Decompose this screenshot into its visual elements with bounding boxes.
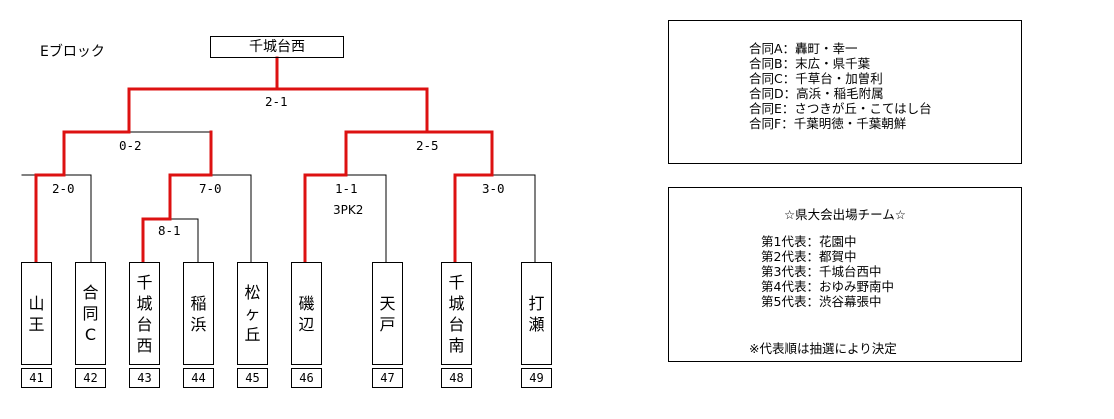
team-name-char: 台 bbox=[136, 314, 153, 334]
team-name-char: 千 bbox=[448, 272, 465, 292]
team-number: 47 bbox=[372, 368, 403, 388]
team-number: 46 bbox=[291, 368, 322, 388]
merged-teams-box: 合同A：轟町・幸一 合同B：末広・県千葉 合同C：千草台・加曽利 合同D：高浜・… bbox=[668, 20, 1022, 164]
team-name-char: 戸 bbox=[379, 314, 396, 334]
team-number: 42 bbox=[75, 368, 106, 388]
team-number: 41 bbox=[21, 368, 52, 388]
score-qf-3: 1-1 bbox=[335, 181, 358, 196]
score-qf-1: 2-0 bbox=[52, 181, 75, 196]
prefectural-line: 第5代表：渋谷幕張中 bbox=[761, 294, 882, 309]
team-box: 稲浜 bbox=[183, 262, 214, 365]
team-box: 打瀬 bbox=[521, 262, 552, 365]
team-name-char: 合 bbox=[82, 283, 99, 302]
score-semi-right: 2-5 bbox=[416, 138, 439, 153]
team-name-char: 瀬 bbox=[528, 314, 545, 334]
merged-team-line: 合同E：さつきが丘・こてはし台 bbox=[749, 101, 932, 116]
merged-team-line: 合同F：千葉明徳・千葉朝鮮 bbox=[749, 116, 907, 131]
block-label: Eブロック bbox=[40, 44, 105, 60]
team-name-char: 辺 bbox=[298, 314, 315, 334]
team-number: 48 bbox=[441, 368, 472, 388]
team-name-char: ヶ bbox=[244, 304, 261, 323]
team-name-char: 城 bbox=[136, 293, 153, 313]
score-final: 2-1 bbox=[265, 94, 288, 109]
team-name-char: 松 bbox=[244, 283, 261, 302]
prefectural-line: 第2代表：都賀中 bbox=[761, 249, 857, 264]
score-qf-4: 3-0 bbox=[482, 181, 505, 196]
team-number: 43 bbox=[129, 368, 160, 388]
team-name-char: 同 bbox=[82, 304, 99, 323]
team-name-char: 磯 bbox=[298, 293, 315, 313]
team-box: 山王 bbox=[21, 262, 52, 365]
team-number: 44 bbox=[183, 368, 214, 388]
team-number: 49 bbox=[521, 368, 552, 388]
prefectural-line: 第1代表：花園中 bbox=[761, 234, 857, 249]
merged-team-line: 合同D：高浜・稲毛附属 bbox=[749, 86, 884, 101]
team-box: 松ヶ丘 bbox=[237, 262, 268, 365]
merged-team-line: 合同A：轟町・幸一 bbox=[749, 41, 858, 56]
team-number: 45 bbox=[237, 368, 268, 388]
team-name-char: 打 bbox=[528, 293, 545, 313]
team-name-char: C bbox=[84, 325, 97, 344]
team-name-char: 丘 bbox=[244, 325, 261, 344]
score-r1: 8-1 bbox=[158, 223, 181, 238]
team-name-char: 山 bbox=[28, 293, 45, 313]
team-name-char: 西 bbox=[136, 335, 153, 355]
champion-box: 千城台西 bbox=[210, 36, 344, 58]
merged-team-line: 合同B：末広・県千葉 bbox=[749, 56, 871, 71]
prefectural-title: ☆県大会出場チーム☆ bbox=[783, 207, 907, 222]
team-name-char: 天 bbox=[379, 293, 396, 313]
prefectural-note: ※代表順は抽選により決定 bbox=[749, 341, 897, 356]
score-semi-left: 0-2 bbox=[119, 138, 142, 153]
team-name-char: 千 bbox=[136, 272, 153, 292]
team-box: 千城台西 bbox=[129, 262, 160, 365]
score-qf-2: 7-0 bbox=[199, 181, 222, 196]
prefectural-line: 第4代表：おゆみ野南中 bbox=[761, 279, 894, 294]
team-name-char: 城 bbox=[448, 293, 465, 313]
team-name-char: 浜 bbox=[190, 314, 207, 334]
team-name-char: 王 bbox=[28, 314, 45, 334]
team-box: 磯辺 bbox=[291, 262, 322, 365]
merged-team-line: 合同C：千草台・加曽利 bbox=[749, 71, 883, 86]
pk-note: 3PK2 bbox=[333, 203, 364, 217]
team-name-char: 稲 bbox=[190, 293, 207, 313]
prefectural-line: 第3代表：千城台西中 bbox=[761, 264, 882, 279]
team-name-char: 台 bbox=[448, 314, 465, 334]
prefectural-teams-box: ☆県大会出場チーム☆ 第1代表：花園中 第2代表：都賀中 第3代表：千城台西中 … bbox=[668, 187, 1022, 362]
team-box: 千城台南 bbox=[441, 262, 472, 365]
team-name-char: 南 bbox=[448, 335, 465, 355]
team-box: 天戸 bbox=[372, 262, 403, 365]
